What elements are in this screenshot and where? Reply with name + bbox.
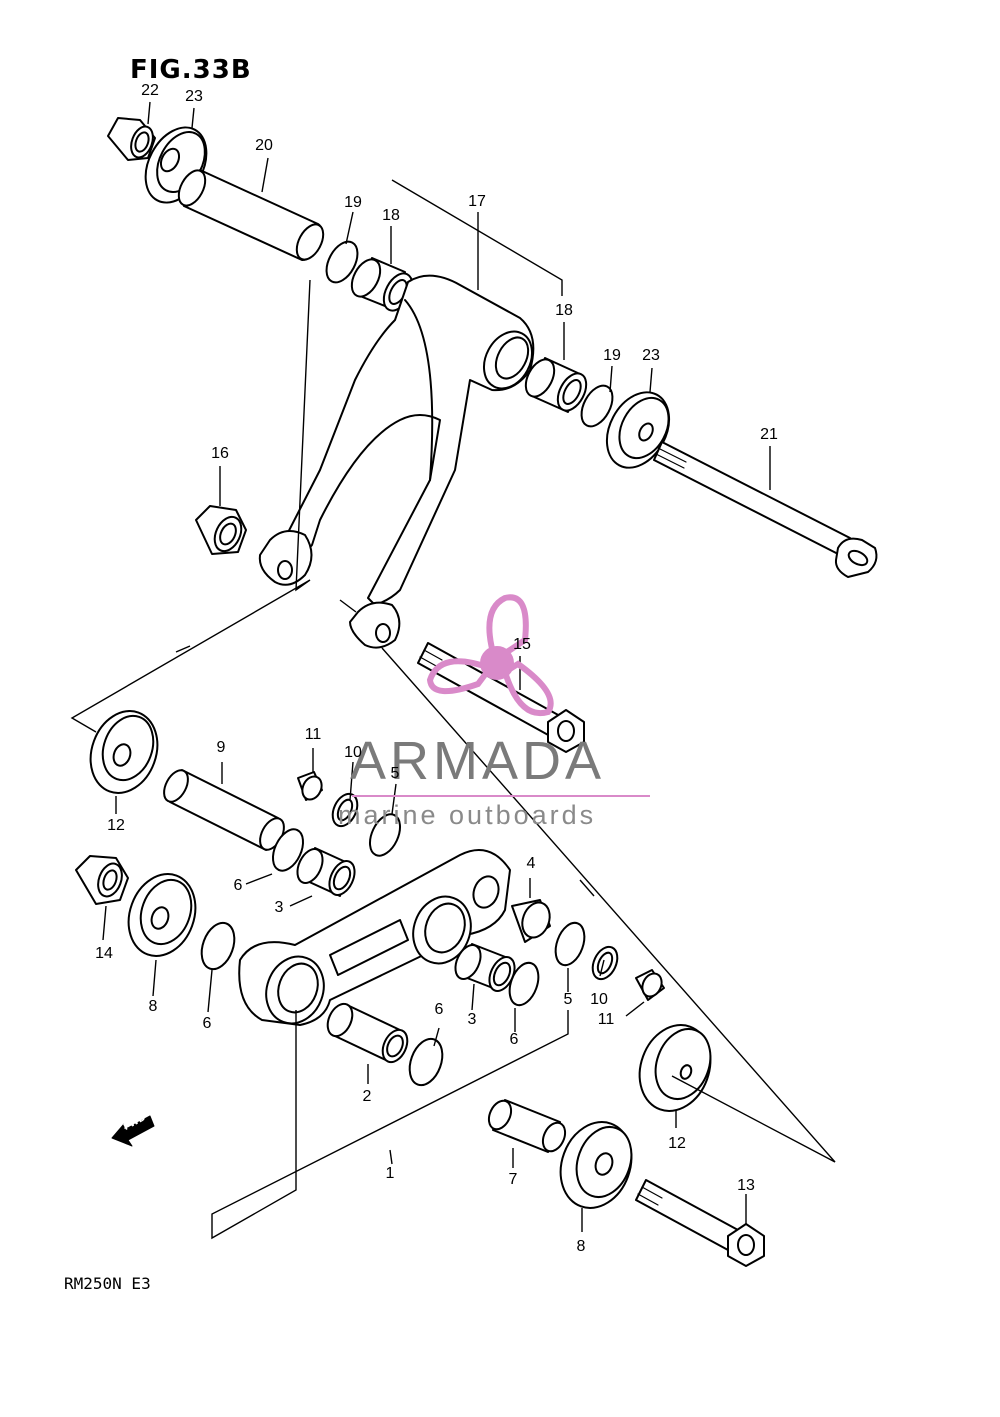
part-3-bearing [296,847,356,897]
callout-9: 9 [216,739,226,756]
callout-6-left: 6 [202,1015,212,1032]
part-12-washer-right [638,1024,712,1112]
part-11-spacer [297,771,323,801]
part-4-collar [511,899,551,943]
callout-16: 16 [211,445,229,462]
callout-8-right: 8 [576,1238,586,1255]
part-20-tube [177,169,325,262]
callout-3-right: 3 [467,1011,477,1028]
part-10-ring-right [591,945,619,981]
callout-23-right: 23 [642,347,660,364]
callout-13: 13 [737,1177,755,1194]
callout-19: 19 [344,194,362,211]
callout-5: 5 [390,765,400,782]
part-18-bearing-right [524,357,588,413]
leader-lines [70,101,836,1240]
part-6-oring-lower [408,1037,444,1087]
callout-7: 7 [508,1171,518,1188]
callout-23: 23 [185,88,203,105]
callout-4: 4 [526,855,536,872]
watermark-divider [352,795,650,797]
callout-19-right: 19 [603,347,621,364]
callout-5-right: 5 [563,991,573,1008]
callout-12: 12 [107,817,125,834]
callout-10-right: 10 [590,991,608,1008]
part-21-bolt [653,441,878,578]
part-10-ring [331,792,359,828]
part-5-oring-right [554,921,586,967]
part-7-collar [487,1099,567,1153]
part-18-bearing [350,257,414,312]
part-12-washer [89,710,159,794]
figure-title: FIG.33B [130,55,252,85]
callout-12-right: 12 [668,1135,686,1152]
callout-10: 10 [344,744,362,761]
part-8-washer-right [559,1121,633,1209]
callout-6-upper: 6 [233,877,243,894]
callout-11-right: 11 [597,1011,615,1028]
part-19-oring-right [580,384,614,428]
model-code: RM250N E3 [64,1274,151,1293]
part-9-tube [163,769,285,851]
callout-18: 18 [382,207,400,224]
part-17-cushion-lever [258,274,535,649]
callout-1: 1 [385,1165,395,1182]
callout-8: 8 [148,998,158,1015]
watermark-propeller-icon [426,594,554,717]
part-6-oring [271,828,305,872]
watermark-tagline: marine outboards [338,800,597,830]
callout-6-mid: 6 [509,1031,519,1048]
part-16-nut [195,505,247,555]
callout-3: 3 [274,899,284,916]
part-6-oring-mid [508,961,540,1007]
callout-2: 2 [362,1088,372,1105]
callout-22: 22 [141,82,159,99]
part-19-oring [325,240,359,284]
part-2-collar [326,1002,409,1064]
part-8-washer [127,873,197,957]
callout-11: 11 [304,726,322,743]
part-3-bearing-right [454,943,516,992]
callout-6-lower: 6 [434,1001,444,1018]
part-22-nut [107,117,156,161]
part-1-cushion-rod [238,849,511,1026]
fwd-arrow-icon [111,1115,155,1147]
callout-14: 14 [95,945,113,962]
callout-18-right: 18 [555,302,573,319]
part-15-bolt [417,642,585,753]
callout-20: 20 [255,137,273,154]
callout-21: 21 [760,426,778,443]
part-6-oring-left [200,921,236,971]
part-23-washer-right [605,391,671,469]
watermark-brand: ARMADA [350,731,606,791]
part-14-nut [75,855,129,905]
callout-15: 15 [513,636,531,653]
part-11-spacer-right [635,969,665,1001]
callout-17: 17 [468,193,486,210]
part-5-oring [368,813,402,857]
